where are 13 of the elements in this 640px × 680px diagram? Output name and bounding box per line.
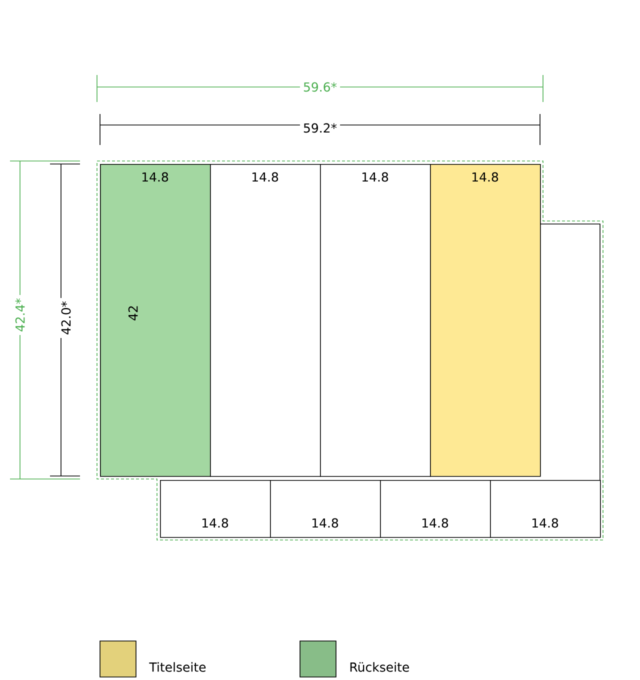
panel: 14.8 xyxy=(380,480,491,538)
panel: 14.8 xyxy=(210,164,321,477)
panel: 14.8 xyxy=(160,480,271,538)
panel: 14.8 42 xyxy=(100,164,211,477)
dimension-line: 59.6* xyxy=(96,74,544,102)
panel: 14.8 xyxy=(270,480,381,538)
legend-label: Rückseite xyxy=(350,662,409,672)
legend-label: Titelseite xyxy=(149,662,206,672)
dimension-line: 42.0* xyxy=(50,164,80,476)
dimension-line: 59.2* xyxy=(100,114,540,146)
panel: 14.8 xyxy=(320,164,431,477)
panel: 14.8 xyxy=(430,164,541,477)
panel: 14.8 xyxy=(490,480,601,538)
